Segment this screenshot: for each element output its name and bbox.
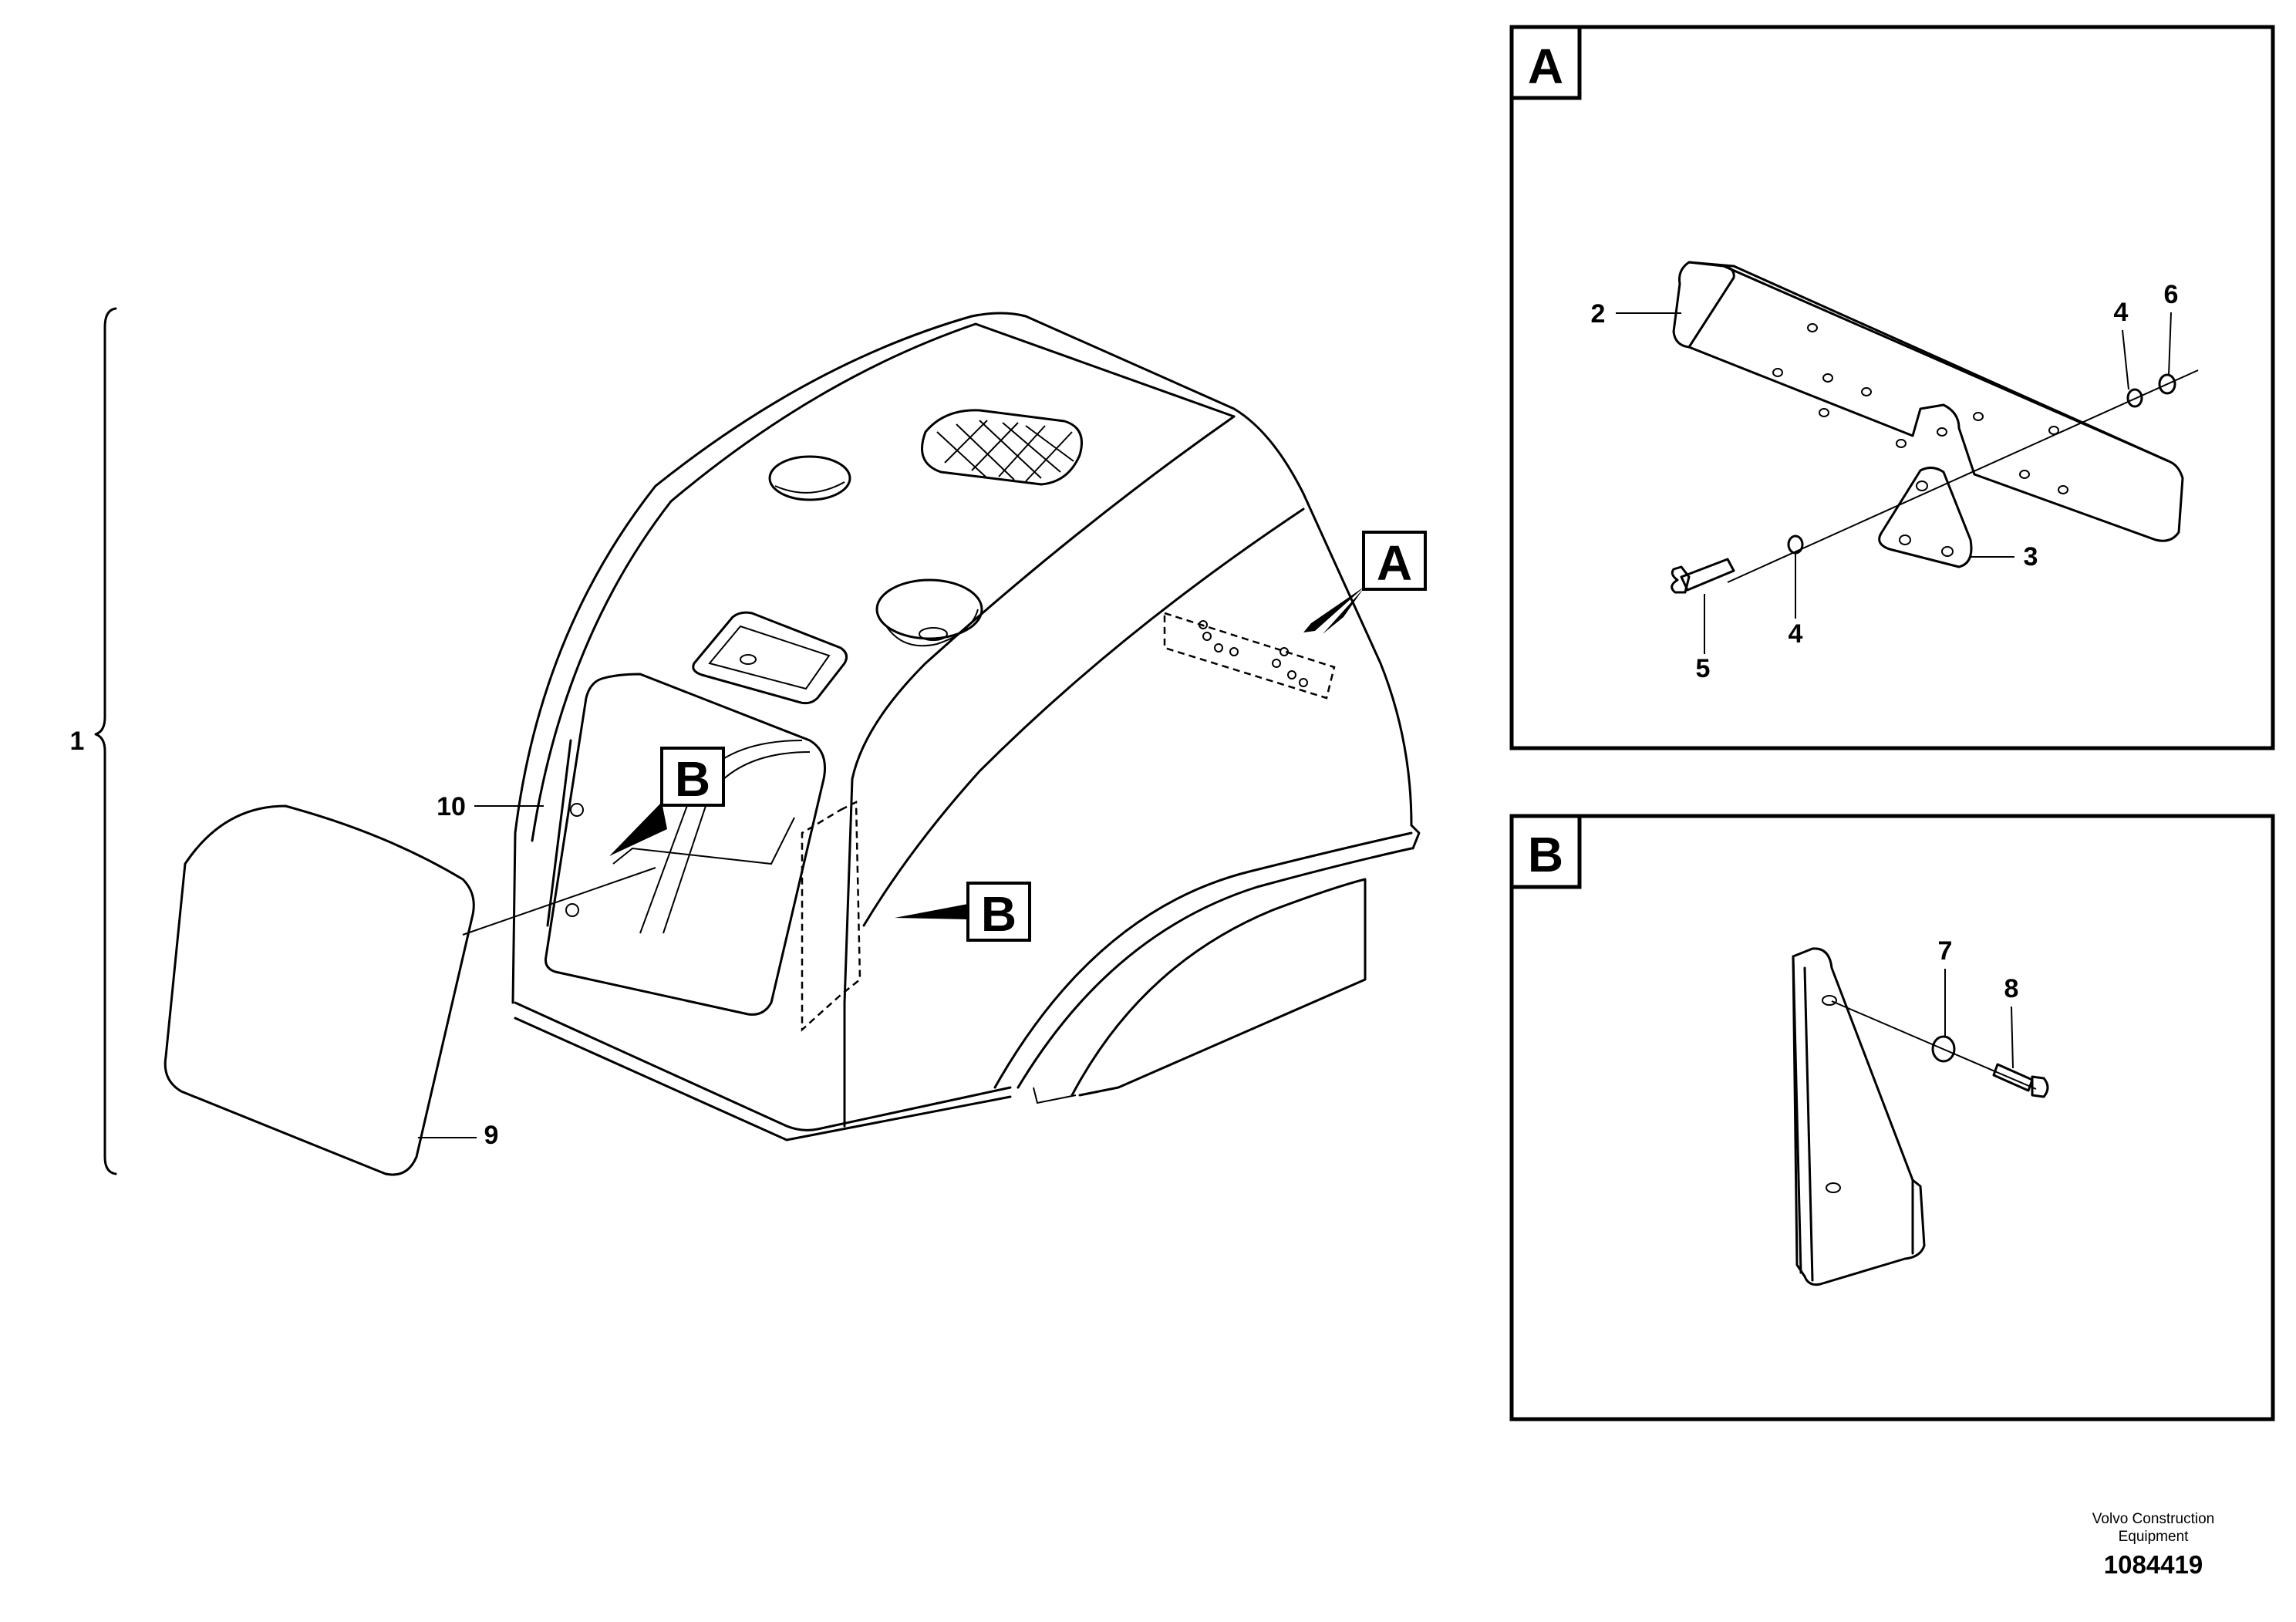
- rubber-pad: [164, 804, 475, 1176]
- company-name-line1: Volvo Construction: [2092, 1511, 2214, 1527]
- side-bracket: [1792, 947, 1926, 1286]
- drawing-number: 1084419: [2104, 1550, 2203, 1579]
- detail-b-frame: [1509, 814, 2275, 1421]
- callout-2: 2: [1591, 299, 1606, 329]
- vent-grille: [936, 420, 1074, 482]
- view-ref-b-side: B: [895, 882, 1031, 942]
- view-ref-b-window: B: [609, 747, 725, 856]
- callout-10: 10: [437, 792, 466, 821]
- washer-lower: [1787, 534, 1804, 555]
- callout-8: 8: [2004, 974, 2019, 1003]
- title-block: Volvo Construction Equipment 1084419: [2092, 1511, 2214, 1579]
- washer: [1931, 1035, 1956, 1063]
- fender-hood: [511, 312, 1421, 1141]
- svg-text:B: B: [981, 886, 1017, 942]
- washer-upper: [2126, 388, 2143, 408]
- callout-5: 5: [1696, 654, 1711, 683]
- detail-a-title: A: [1528, 39, 1563, 94]
- view-ref-a: A: [1303, 531, 1427, 634]
- detail-view-a: A 2 3 4 6: [1509, 25, 2275, 750]
- bracket-bolt: [1992, 1063, 2034, 1092]
- assembly-brace: [94, 307, 117, 1175]
- mounting-plate: [1687, 261, 2184, 542]
- callout-9: 9: [484, 1121, 499, 1150]
- callout-7: 7: [1938, 936, 1953, 966]
- callout-1: 1: [70, 727, 85, 756]
- callout-4-top: 4: [2114, 298, 2129, 327]
- detail-view-b: B 7 8: [1509, 814, 2275, 1421]
- detail-b-title: B: [1528, 827, 1563, 882]
- callout-6: 6: [2164, 280, 2179, 309]
- svg-text:A: A: [1377, 535, 1412, 591]
- plate-holes: [1772, 323, 2068, 494]
- svg-text:B: B: [675, 751, 710, 807]
- nut: [2158, 373, 2176, 395]
- company-name-line2: Equipment: [2119, 1529, 2190, 1545]
- bracket-plate: [1878, 467, 1973, 568]
- callout-4-bottom: 4: [1789, 619, 1803, 649]
- callout-3: 3: [2024, 542, 2038, 572]
- detail-a-frame: [1509, 25, 2275, 750]
- hex-bolt: [1680, 558, 1735, 592]
- main-assembly-view: 1: [70, 307, 1427, 1176]
